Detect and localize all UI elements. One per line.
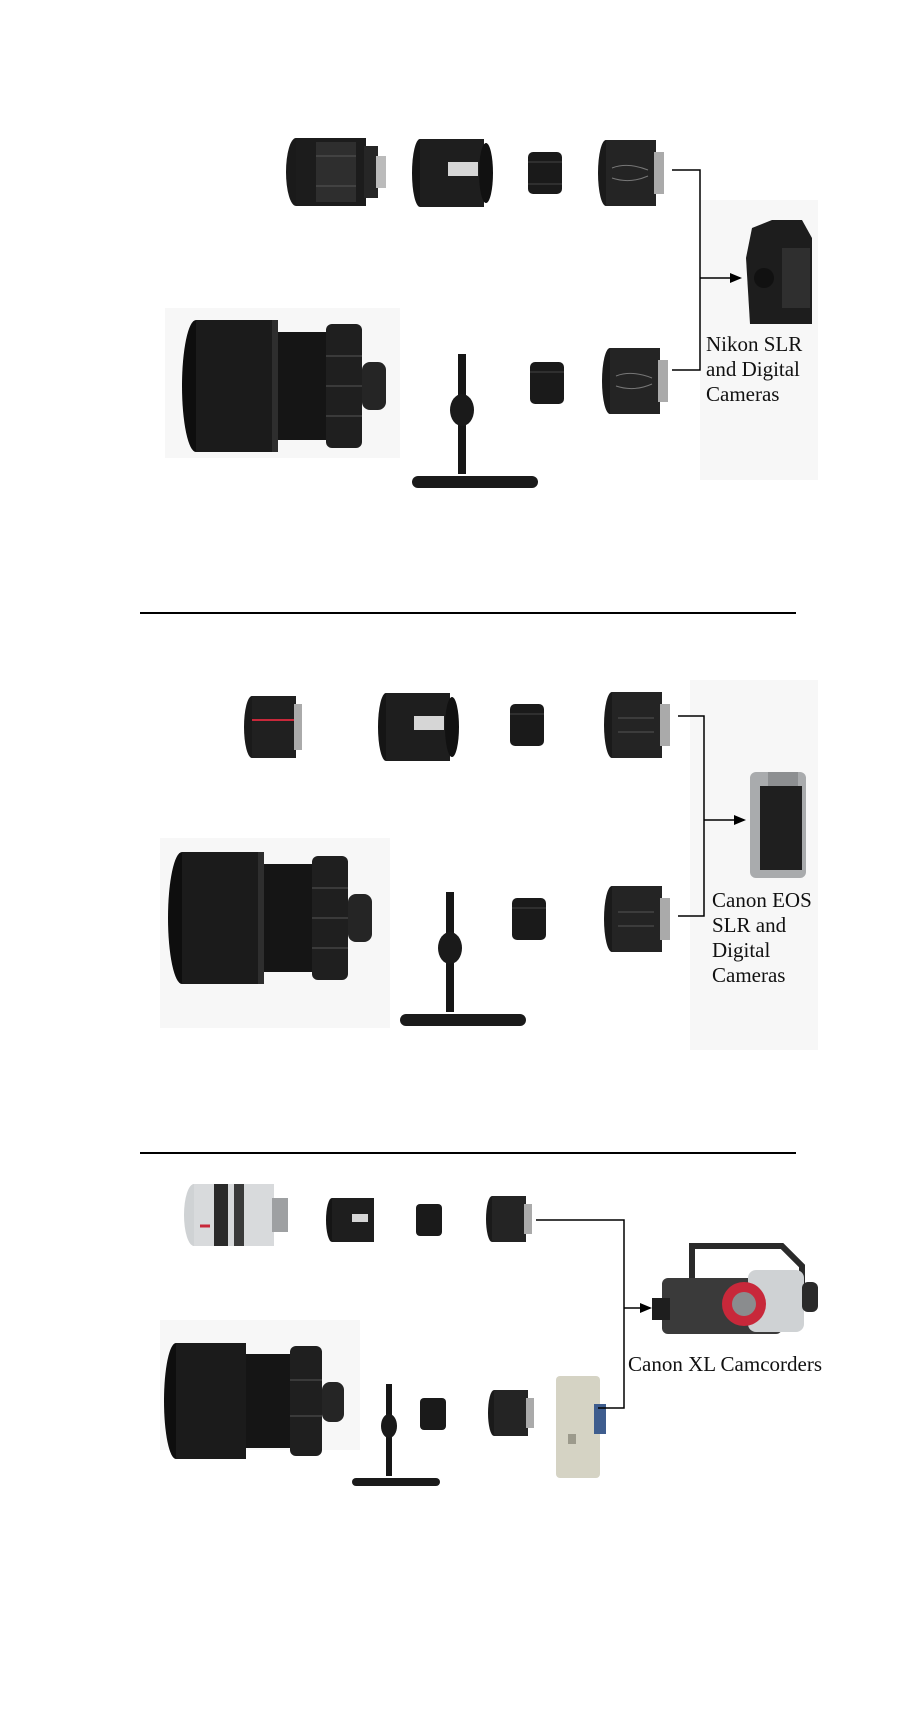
target-label-canon-eos: Canon EOS SLR and Digital Cameras (712, 888, 812, 988)
section-divider (140, 1152, 796, 1154)
section-canon-eos: Canon EOS SLR and Digital Cameras (0, 620, 918, 1060)
section-nikon: Nikon SLR and Digital Cameras (0, 0, 918, 600)
target-label-nikon: Nikon SLR and Digital Cameras (706, 332, 802, 407)
section-divider (140, 612, 796, 614)
slr-camera-icon (742, 218, 816, 330)
section-canon-xl: Canon XL Camcorders (0, 1160, 918, 1520)
camcorder-icon (652, 1226, 822, 1344)
slr-camera-icon (748, 770, 810, 880)
target-label-canon-xl: Canon XL Camcorders (628, 1352, 822, 1377)
